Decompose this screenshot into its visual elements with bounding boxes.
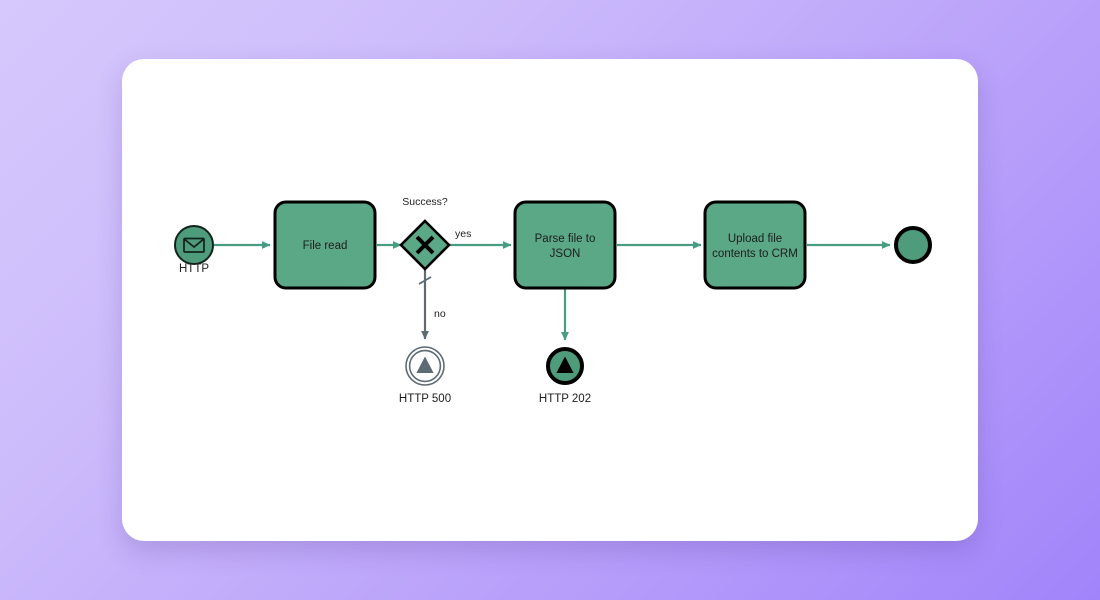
node-gateway-success[interactable]: Success? yes no xyxy=(399,196,471,320)
task-parse-json-label-line1: Parse file to xyxy=(535,233,596,245)
node-task-upload-crm[interactable]: Upload file contents to CRM xyxy=(703,200,807,290)
task-parse-json-box xyxy=(513,200,617,290)
task-file-read-label: File read xyxy=(303,240,348,252)
node-task-file-read[interactable]: File read xyxy=(273,200,377,290)
flow-label-no: no xyxy=(434,308,446,320)
task-upload-crm-box xyxy=(703,200,807,290)
envelope-icon xyxy=(183,237,205,253)
diagram-canvas-card xyxy=(122,59,978,541)
node-task-parse-json[interactable]: Parse file to JSON xyxy=(513,200,617,290)
node-event-http-202[interactable]: HTTP 202 xyxy=(539,347,591,405)
triangle-icon xyxy=(556,356,574,373)
x-icon xyxy=(415,235,435,255)
task-upload-crm-label-line2: contents to CRM xyxy=(712,248,798,260)
end-event-circle xyxy=(894,226,932,264)
default-flow-tick-icon xyxy=(418,276,432,285)
sequence-flows xyxy=(214,241,891,341)
task-parse-json-label-line2: JSON xyxy=(550,248,581,260)
node-end-event[interactable] xyxy=(894,226,932,264)
flow-label-yes: yes xyxy=(455,228,471,240)
task-upload-crm-label-line1: Upload file xyxy=(728,233,782,245)
start-event-circle xyxy=(174,225,214,265)
node-start-event-http[interactable]: HTTP xyxy=(174,225,214,275)
http-202-caption: HTTP 202 xyxy=(539,393,591,405)
gateway-question-label: Success? xyxy=(402,196,448,208)
http-500-caption: HTTP 500 xyxy=(399,393,451,405)
start-event-caption: HTTP xyxy=(179,263,209,275)
triangle-icon xyxy=(416,356,434,373)
node-event-http-500[interactable]: HTTP 500 xyxy=(399,346,451,405)
task-file-read-box xyxy=(273,200,377,290)
